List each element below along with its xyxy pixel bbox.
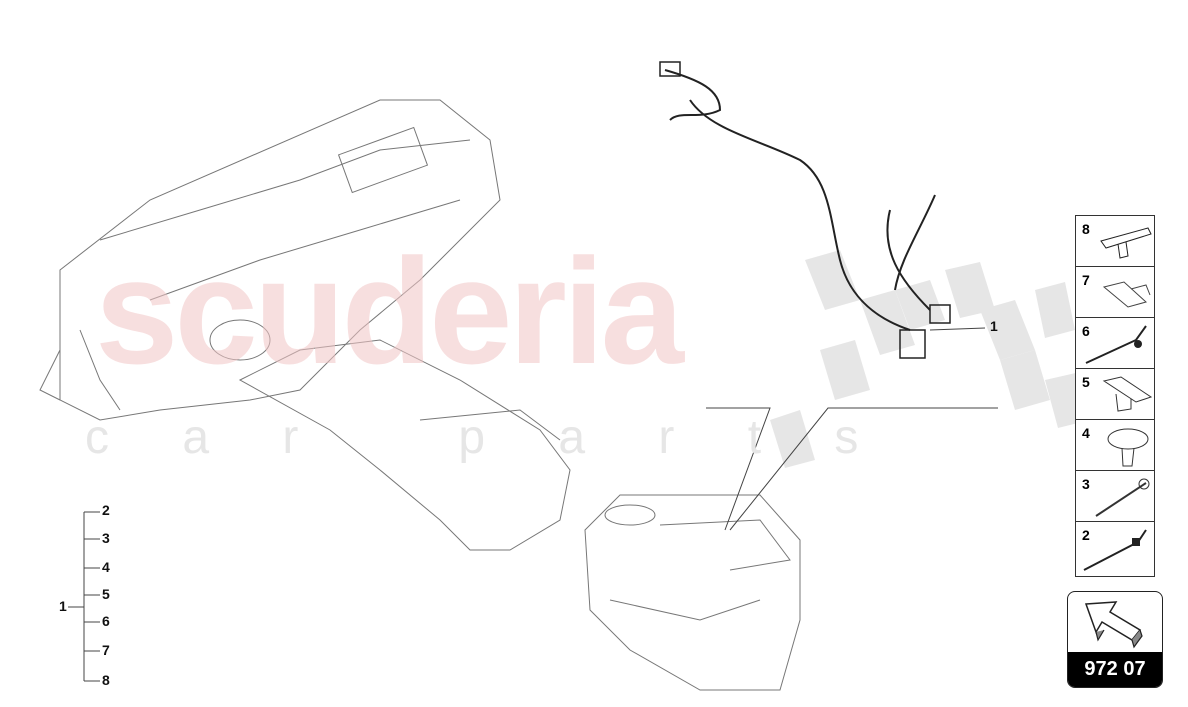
- callout-1: 1: [990, 318, 998, 334]
- tree-child: 2: [102, 502, 110, 518]
- part-8-clip[interactable]: 8: [1075, 215, 1155, 266]
- watermark-brand: scuderia: [95, 227, 684, 395]
- part-5-clip[interactable]: 5: [1075, 368, 1155, 419]
- tree-child: 8: [102, 672, 110, 688]
- page-code: 972 07: [1068, 652, 1162, 687]
- tree-child: 7: [102, 642, 110, 658]
- tree-child: 5: [102, 586, 110, 602]
- wiring-harness-drawing: [659, 61, 951, 359]
- part-3-cable-tie[interactable]: 3: [1075, 470, 1155, 521]
- part-2-cable-tie[interactable]: 2: [1075, 521, 1155, 577]
- leader-lines: [68, 327, 998, 682]
- tree-root: 1: [59, 598, 67, 614]
- part-4-rivet[interactable]: 4: [1075, 419, 1155, 470]
- tree-child: 3: [102, 530, 110, 546]
- nav-page-button[interactable]: 972 07: [1067, 591, 1163, 688]
- dashboard-drawing: [39, 99, 571, 551]
- tree-child: 4: [102, 559, 110, 575]
- part-7-clip[interactable]: 7: [1075, 266, 1155, 317]
- watermark-sub: c a r p a r t s: [85, 411, 889, 464]
- arrow-up-left-icon: [1084, 601, 1143, 649]
- tree-child: 6: [102, 613, 110, 629]
- center-console-drawing: [584, 494, 801, 691]
- part-6-cable-tie[interactable]: 6: [1075, 317, 1155, 368]
